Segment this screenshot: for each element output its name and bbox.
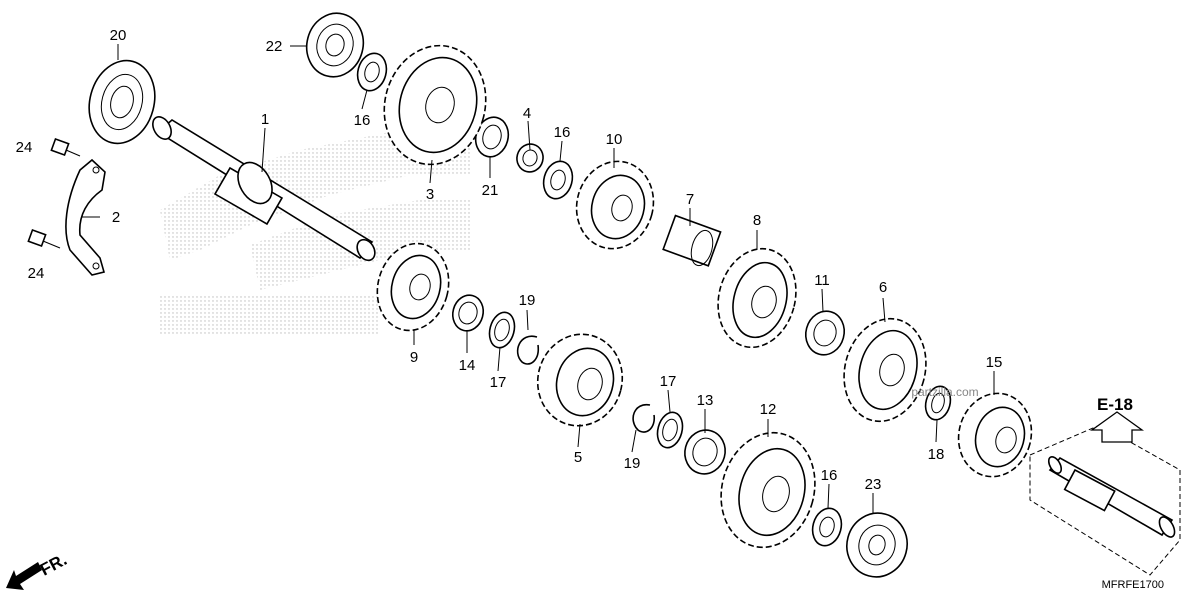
label-part-17b: 17 xyxy=(660,373,677,390)
diagram-code: MFRFE1700 xyxy=(1102,579,1164,591)
washer-16-low xyxy=(811,507,843,547)
gear-8 xyxy=(717,247,797,349)
circlip-19b xyxy=(632,404,656,433)
label-part-4: 4 xyxy=(523,105,531,122)
gear-12 xyxy=(720,431,816,549)
gear-6 xyxy=(843,317,927,423)
label-part-15: 15 xyxy=(986,354,1003,371)
label-part-11: 11 xyxy=(814,272,830,289)
countershaft xyxy=(1029,424,1181,576)
bushing-4 xyxy=(516,143,544,173)
label-part-13: 13 xyxy=(697,392,714,409)
label-part-5: 5 xyxy=(574,449,582,466)
gear-15 xyxy=(957,392,1033,478)
callout-labels: 1 2 3 4 5 6 7 8 9 10 11 12 13 14 15 16 1… xyxy=(16,27,1003,493)
bushing-11 xyxy=(804,310,846,356)
label-part-19b: 19 xyxy=(624,455,641,472)
bearing-20 xyxy=(88,59,156,145)
washer-16-mid xyxy=(542,160,574,200)
label-part-20: 20 xyxy=(110,27,127,44)
front-direction-arrow-icon xyxy=(6,562,42,590)
gear-5 xyxy=(536,333,624,427)
gear-9 xyxy=(376,242,450,332)
label-part-17a: 17 xyxy=(490,374,507,391)
label-part-7: 7 xyxy=(686,191,694,208)
label-part-9: 9 xyxy=(410,349,418,366)
label-part-3: 3 xyxy=(426,186,434,203)
bolt-24-top xyxy=(50,137,81,157)
reference-arrow-up-icon xyxy=(1089,411,1145,443)
label-part-1: 1 xyxy=(261,111,269,128)
bracket-2 xyxy=(65,158,106,276)
label-part-24-top: 24 xyxy=(16,139,33,156)
label-part-12: 12 xyxy=(760,401,777,418)
label-part-19a: 19 xyxy=(519,292,536,309)
needle-bearing-7 xyxy=(662,214,722,267)
gear-10 xyxy=(575,160,655,250)
reference-label-e18: E-18 xyxy=(1097,395,1133,414)
label-part-21: 21 xyxy=(482,182,499,199)
bolt-24-bottom xyxy=(27,228,61,249)
label-part-14: 14 xyxy=(459,357,476,374)
gear-3 xyxy=(383,44,487,166)
washer-18 xyxy=(924,385,952,421)
washer-17a xyxy=(488,311,516,349)
front-label: FR. xyxy=(37,550,70,580)
washer-17b xyxy=(656,411,684,449)
label-part-24-bottom: 24 xyxy=(28,265,45,282)
label-part-2: 2 xyxy=(112,209,120,226)
label-part-18: 18 xyxy=(928,446,945,463)
label-part-10: 10 xyxy=(606,131,623,148)
leader-lines xyxy=(82,44,995,513)
label-part-8: 8 xyxy=(753,212,761,229)
label-part-16-top: 16 xyxy=(354,112,371,129)
label-part-23: 23 xyxy=(865,476,882,493)
bearing-22 xyxy=(305,12,365,78)
watermark: partzilla.com xyxy=(911,385,978,399)
bearing-23 xyxy=(846,512,908,578)
mainshaft xyxy=(152,116,376,262)
label-part-6: 6 xyxy=(879,279,887,296)
bushing-14 xyxy=(451,294,485,332)
needle-bearing-13 xyxy=(684,429,726,475)
label-part-16-low: 16 xyxy=(821,467,838,484)
label-part-22: 22 xyxy=(266,38,283,55)
label-part-16-mid: 16 xyxy=(554,124,571,141)
circlip-19a xyxy=(516,335,540,365)
